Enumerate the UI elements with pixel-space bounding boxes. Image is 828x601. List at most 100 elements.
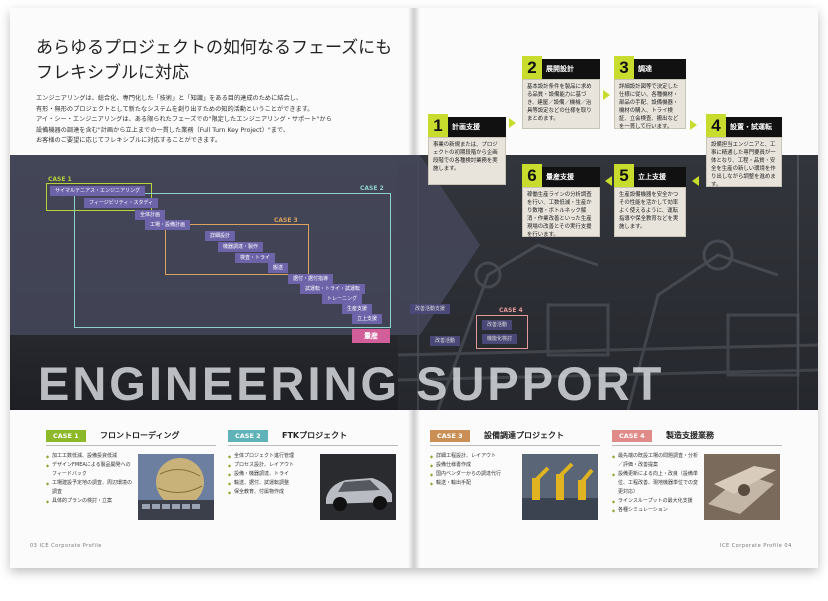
globe-keyboard-photo [138, 454, 214, 520]
bullet-item: 設備更新による向上・改良（設備単位、工程改善、現地機器単位での変更対応） [612, 470, 700, 497]
case-1-bullets: 加工工数低減、設備投資低減 デザインFMEAによる製品開発へのフィードバック 工… [46, 452, 134, 506]
footer-right: ICE Corporate Profile 04 [720, 543, 792, 549]
step-6-text: 稼働生産ラインの分析調査を行い、工数低減・生産かり数増・ボトルネック解消・作業改… [522, 187, 600, 238]
flow-item: 工場・設備計画 [145, 220, 191, 230]
step-2-text: 基本設計条件を製品に求める品質・設備能力に基づき、建屋／設備／機械／治具等設定な… [522, 79, 600, 129]
flow-item: 機能化検討 [482, 334, 518, 344]
bullet-item: ラインスループットの最大化支援 [612, 497, 700, 506]
case-4-name: 製造支援業務 [666, 431, 714, 440]
flow-item: 改善活動支援 [410, 304, 451, 314]
engineering-banner [10, 155, 818, 410]
bullet-item: 具体的プランの検討・立案 [46, 497, 134, 506]
bullet-item: 工場建設予定地の調査、周辺環境の調査 [46, 479, 134, 497]
case-4-card: CASE 4 製造支援業務 最先端の既設工場の問題調査・分析／評価・改善提案 設… [612, 430, 782, 542]
step-5-number: 5 [614, 164, 634, 188]
step-1-title: 計画支援 [452, 123, 480, 131]
step-4-text: 設備担当エンジニアと、工事に精通した専門要員が一体となり、工程・品質・安全を生産… [706, 137, 782, 188]
intro-line: エンジニアリングは、総合化、専門化した「技術」と「知識」をある目的達成のために結… [36, 95, 303, 102]
case-2-card: CASE 2 FTKプロジェクト 全体プロジェクト進行管理 プロセス設計、レイア… [228, 430, 398, 542]
bullet-item: 保全教育、付属物作成 [228, 488, 316, 497]
headline-line-1: あらゆるプロジェクトの如何なるフェーズにも [36, 38, 393, 58]
divider [228, 445, 398, 446]
case-2-tag: CASE 2 [228, 430, 268, 442]
divider [612, 445, 782, 446]
case-1-tag: CASE 1 [46, 430, 86, 442]
footer-left: 03 ICE Corporate Profile [30, 543, 102, 549]
engineering-support-title: ENGINEERING SUPPORT [38, 357, 665, 410]
step-5-text: 生産設備機器を安全かつその性能を活かして効率よく使えるように、運転指導や保全教育… [614, 187, 686, 237]
arrow-right-icon [603, 90, 610, 100]
step-1-number: 1 [428, 114, 448, 138]
step-2-number: 2 [522, 56, 542, 80]
flow-item: 試運転・トライ・試運転 [300, 284, 366, 294]
case4-label: CASE 4 [499, 307, 523, 314]
case4-box [476, 315, 528, 349]
intro-line: 設備機器の調達を含む"計画から立上までの一貫した業務（Full Turn Key… [36, 126, 290, 134]
flow-item: 生産支援 [342, 304, 373, 314]
arrow-right-icon [509, 118, 516, 128]
flow-item: 搬送 [268, 263, 289, 273]
case-4-tag: CASE 4 [612, 430, 652, 442]
bullet-item: 輸送・輸出手配 [430, 479, 518, 488]
case-3-bullets: 詳細工程設計、レイアウト 設備仕様書作成 国内ベンダーからの調達代行 輸送・輸出… [430, 452, 518, 488]
flow-item: 全体計画 [135, 210, 166, 220]
bullet-item: 設備・機器調達、トライ [228, 470, 316, 479]
step-5-title: 立上支援 [638, 173, 666, 181]
bullet-item: 全体プロジェクト進行管理 [228, 452, 316, 461]
flow-item: 機器調達・製作 [218, 242, 264, 252]
step-2-title: 展開設計 [546, 65, 574, 73]
silver-car-photo [320, 454, 396, 520]
bullet-item: 加工工数低減、設備投資低減 [46, 452, 134, 461]
step-4-title: 設置・試運転 [730, 123, 772, 131]
intro-line: 有形・無形のプロジェクトとして新たなシステムを創り出すための知的活動ということが… [36, 105, 314, 113]
metal-parts-photo [704, 454, 780, 520]
intro-line: お客様のご要望に応じてフレキシブルに対応することができます。 [36, 137, 222, 144]
step-3-header: 3 調達 [614, 56, 686, 80]
flow-item: 立上支援 [352, 314, 383, 324]
flow-item: トレーニング [322, 294, 363, 304]
divider [430, 445, 600, 446]
intro-line: アイ・シー・エンジニアリングは、ある限られたフェーズでの"限定したエンジニアリン… [36, 116, 332, 123]
step-4-number: 4 [706, 114, 726, 138]
step-1-text: 事業の新規または、プロジェクトの初期段階から企画段階での各種検討業務を実施します… [428, 137, 506, 185]
case2-label: CASE 2 [360, 185, 384, 192]
case-1-card: CASE 1 フロントローディング 加工工数低減、設備投資低減 デザインFMEA… [46, 430, 216, 542]
bullet-item: 詳細工程設計、レイアウト [430, 452, 518, 461]
intro-text: エンジニアリングは、総合化、専門化した「技術」と「知識」をある目的達成のために結… [36, 94, 366, 147]
flow-item: サイマルテニアス・エンジニアリング [50, 186, 146, 196]
robot-line-photo [522, 454, 598, 520]
case2-box [74, 193, 391, 328]
flow-item: 改善活動 [482, 320, 513, 330]
bullet-item: 設備仕様書作成 [430, 461, 518, 470]
bullet-item: 各種シミュレーション [612, 506, 700, 515]
arrow-left-icon [605, 176, 612, 186]
flow-item: フィージビリティ・スタディ [84, 198, 159, 208]
bullet-item: 輸送、据付、試運転調整 [228, 479, 316, 488]
case-2-bullets: 全体プロジェクト進行管理 プロセス設計、レイアウト 設備・機器調達、トライ 輸送… [228, 452, 316, 497]
step-3-number: 3 [614, 56, 634, 80]
step-3-title: 調達 [638, 65, 652, 73]
arrow-left-icon [692, 176, 699, 186]
step-6-header: 6 量産支援 [522, 164, 600, 188]
bullet-item: 最先端の既設工場の問題調査・分析／評価・改善提案 [612, 452, 700, 470]
step-1-header: 1 計画支援 [428, 114, 506, 138]
case-1-name: フロントローディング [100, 431, 180, 440]
case-3-tag: CASE 3 [430, 430, 470, 442]
headline-line-2: フレキシブルに対応 [36, 63, 189, 83]
case-3-card: CASE 3 設備調達プロジェクト 詳細工程設計、レイアウト 設備仕様書作成 国… [430, 430, 600, 542]
case-3-name: 設備調達プロジェクト [484, 431, 564, 440]
flow-item: 改善活動 [430, 336, 461, 346]
arrow-right-icon [690, 120, 697, 130]
case-4-bullets: 最先端の既設工場の問題調査・分析／評価・改善提案 設備更新による向上・改良（設備… [612, 452, 700, 515]
step-6-number: 6 [522, 164, 542, 188]
bullet-item: デザインFMEAによる製品開発へのフィードバック [46, 461, 134, 479]
headline: あらゆるプロジェクトの如何なるフェーズにも フレキシブルに対応 [36, 36, 396, 86]
case1-box [46, 183, 152, 211]
case3-label: CASE 3 [274, 217, 298, 224]
step-3-text: 詳細設計図等で決定した仕様に従い、各種機材・部品の手配、設備機器・機材の購入、ト… [614, 79, 686, 130]
step-5-header: 5 立上支援 [614, 164, 686, 188]
bullet-item: 国内ベンダーからの調達代行 [430, 470, 518, 479]
flow-item: 検査・トライ [235, 253, 276, 263]
case-2-name: FTKプロジェクト [282, 431, 348, 440]
case3-box [165, 224, 309, 275]
